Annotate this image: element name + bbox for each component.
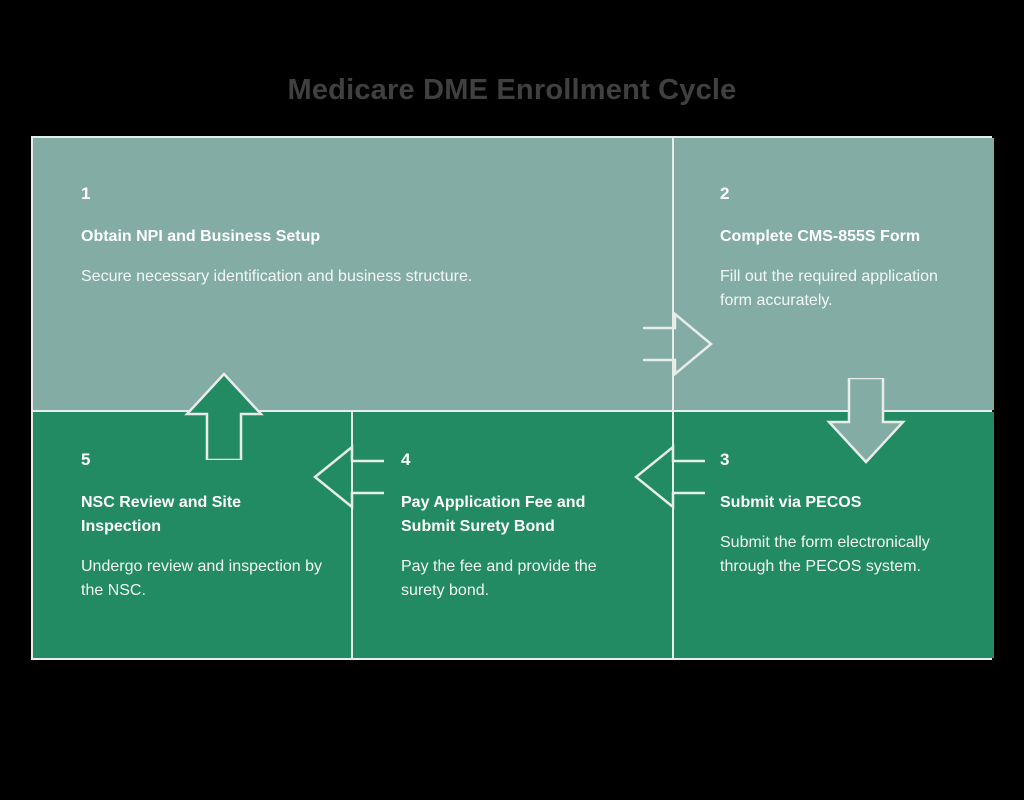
step-number-3: 3 bbox=[720, 450, 730, 469]
step-number-1: 1 bbox=[81, 184, 91, 203]
step-description-3: Submit the form electronically through t… bbox=[720, 534, 930, 575]
step-card-5[interactable]: 5 NSC Review and Site Inspection Undergo… bbox=[33, 412, 351, 658]
enrollment-cycle-diagram: 1 Obtain NPI and Business Setup Secure n… bbox=[31, 136, 994, 660]
step-heading-3: Submit via PECOS bbox=[720, 494, 862, 511]
step-card-2[interactable]: 2 Complete CMS-855S Form Fill out the re… bbox=[674, 138, 994, 410]
step-card-1[interactable]: 1 Obtain NPI and Business Setup Secure n… bbox=[33, 138, 672, 410]
step-description-5: Undergo review and inspection by the NSC… bbox=[81, 558, 323, 599]
step-number-2: 2 bbox=[720, 184, 730, 203]
step-description-2: Fill out the required application form a… bbox=[720, 268, 938, 309]
step-number-4: 4 bbox=[401, 450, 411, 469]
diagram-row-top: 1 Obtain NPI and Business Setup Secure n… bbox=[33, 138, 994, 410]
diagram-row-bottom: 5 NSC Review and Site Inspection Undergo… bbox=[33, 412, 994, 658]
step-description-1: Secure necessary identification and busi… bbox=[81, 268, 473, 285]
page-title: Medicare DME Enrollment Cycle bbox=[287, 74, 737, 106]
step-heading-1: Obtain NPI and Business Setup bbox=[81, 228, 321, 245]
step-heading-2: Complete CMS-855S Form bbox=[720, 228, 921, 245]
step-card-3[interactable]: 3 Submit via PECOS Submit the form elect… bbox=[674, 412, 994, 658]
step-number-5: 5 bbox=[81, 450, 91, 469]
step-heading-4: Pay Application Fee and Submit Surety Bo… bbox=[401, 494, 586, 535]
step-card-4[interactable]: 4 Pay Application Fee and Submit Surety … bbox=[353, 412, 672, 658]
step-description-4: Pay the fee and provide the surety bond. bbox=[401, 558, 597, 599]
step-heading-5: NSC Review and Site Inspection bbox=[81, 494, 242, 535]
